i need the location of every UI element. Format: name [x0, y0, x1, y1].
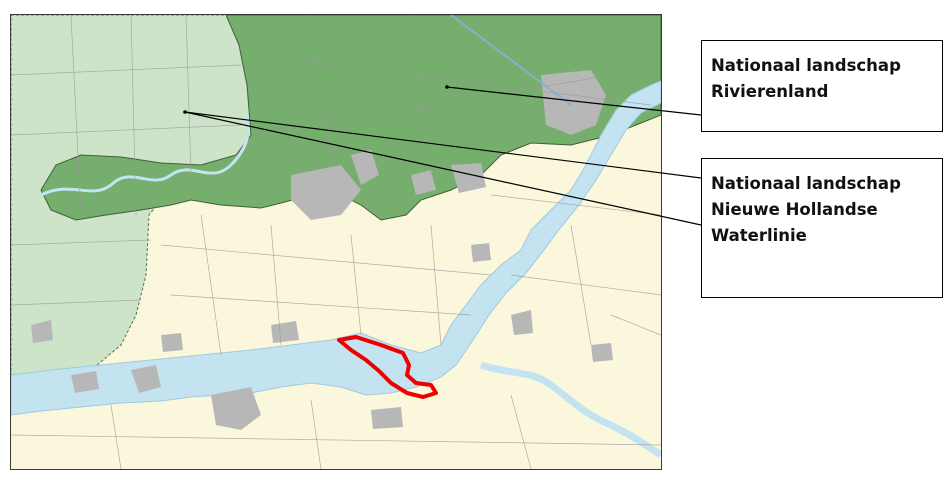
highlight-outline: [337, 335, 438, 399]
callout-1-line2: Rivierenland: [711, 82, 829, 101]
callout-2-line1: Nationaal landschap: [711, 174, 901, 193]
river-branch: [479, 361, 661, 458]
callout-waterlinie: Nationaal landschap Nieuwe Hollandse Wat…: [701, 158, 943, 298]
callout-1-line1: Nationaal landschap: [711, 56, 901, 75]
callout-2-line2: Nieuwe Hollandse: [711, 200, 878, 219]
callout-2-line3: Waterlinie: [711, 226, 807, 245]
map[interactable]: [10, 14, 662, 470]
callout-rivierenland: Nationaal landschap Rivierenland: [701, 40, 943, 132]
